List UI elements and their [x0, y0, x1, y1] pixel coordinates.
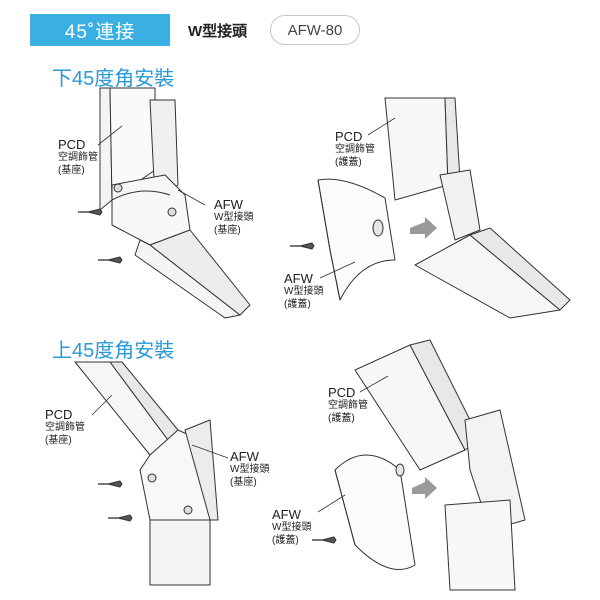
- lower-right-assembly: [289, 97, 571, 319]
- callout-line1: W型接頭: [272, 522, 312, 533]
- callout-main: PCD: [335, 129, 363, 144]
- callout-lower-left-afw: AFW W型接頭 (基座): [214, 198, 253, 237]
- callout-main: AFW: [230, 449, 259, 464]
- callout-lower-right-pcd: PCD 空調飾管 (護蓋): [335, 130, 375, 169]
- callout-line1: 空調飾管: [328, 400, 368, 411]
- callout-upper-left-pcd: PCD 空調飾管 (基座): [45, 408, 85, 447]
- callout-main: AFW: [272, 507, 301, 522]
- callout-main: AFW: [284, 271, 313, 286]
- callout-upper-left-afw: AFW W型接頭 (基座): [230, 450, 269, 489]
- callout-line2: (護蓋): [335, 157, 362, 168]
- lower-install-title: 下45度角安裝: [52, 68, 175, 90]
- callout-main: PCD: [328, 385, 356, 400]
- upper-right-assembly: [311, 339, 526, 591]
- callout-upper-right-pcd: PCD 空調飾管 (護蓋): [328, 386, 368, 425]
- callout-line2: (基座): [214, 225, 241, 236]
- callout-line1: W型接頭: [284, 286, 324, 297]
- callout-line1: 空調飾管: [58, 152, 98, 163]
- lower-left-assembly: [77, 87, 251, 319]
- callout-main: AFW: [214, 197, 243, 212]
- leader-lines: [91, 117, 396, 513]
- upper-install-title: 上45度角安裝: [52, 340, 175, 362]
- lower-right-direction-arrow: [410, 217, 437, 239]
- callout-line2: (基座): [230, 477, 257, 488]
- callout-line2: (護蓋): [328, 413, 355, 424]
- section-badge: 45˚連接: [30, 14, 170, 46]
- product-type-label: W型接頭: [188, 23, 248, 40]
- upper-right-direction-arrow: [412, 477, 437, 499]
- callout-line2: (護蓋): [284, 299, 311, 310]
- callout-line2: (基座): [45, 435, 72, 446]
- upper-left-assembly: [74, 361, 219, 586]
- callout-main: PCD: [45, 407, 73, 422]
- callout-upper-right-afw: AFW W型接頭 (護蓋): [272, 508, 311, 547]
- callout-lower-right-afw: AFW W型接頭 (護蓋): [284, 272, 323, 311]
- callout-main: PCD: [58, 137, 86, 152]
- callout-line2: (護蓋): [272, 535, 299, 546]
- callout-line1: W型接頭: [214, 212, 254, 223]
- callout-line2: (基座): [58, 165, 85, 176]
- callout-lower-left-pcd: PCD 空調飾管 (基座): [58, 138, 98, 177]
- model-number-pill: AFW-80: [270, 15, 360, 45]
- callout-line1: 空調飾管: [335, 144, 375, 155]
- callout-line1: W型接頭: [230, 464, 270, 475]
- callout-line1: 空調飾管: [45, 422, 85, 433]
